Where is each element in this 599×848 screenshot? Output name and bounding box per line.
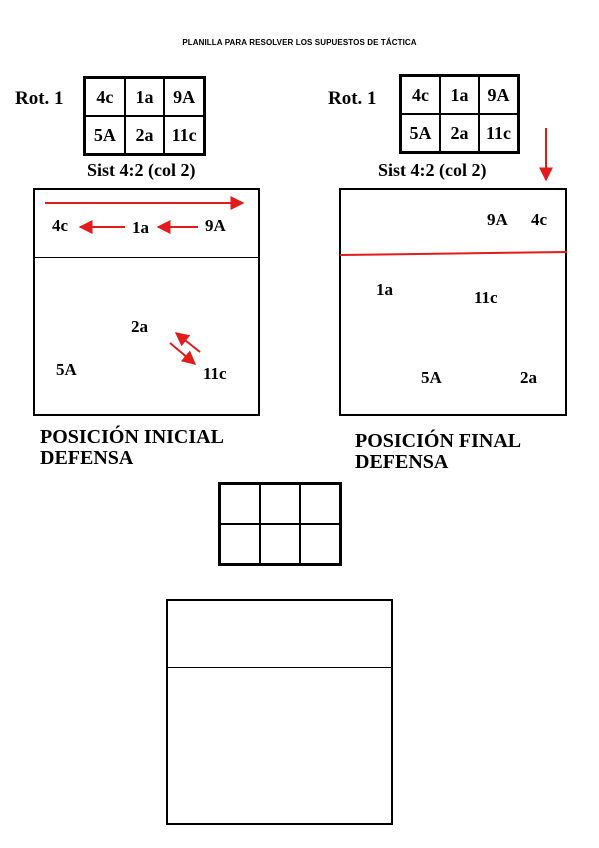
- caption-left-line1: POSICIÓN INICIAL: [40, 426, 224, 448]
- rotation-grid-left: 4c 1a 9A 5A 2a 11c: [83, 76, 206, 156]
- grid-cell: 9A: [164, 78, 204, 116]
- grid-cell: 11c: [479, 114, 518, 152]
- player-1a-left: 1a: [132, 218, 149, 237]
- player-9A-left: 9A: [205, 216, 226, 235]
- rotation-label-right: Rot. 1: [328, 88, 377, 109]
- caption-right-line1: POSICIÓN FINAL: [355, 430, 522, 452]
- grid-cell: 2a: [440, 114, 479, 152]
- player-9A-right: 9A: [487, 210, 508, 229]
- player-4c-left: 4c: [52, 216, 69, 235]
- player-11c-left: 11c: [203, 364, 227, 383]
- player-1a-right: 1a: [376, 280, 393, 299]
- grid-cell: [260, 524, 300, 564]
- grid-cell: 1a: [124, 78, 165, 116]
- player-2a-right: 2a: [520, 368, 537, 387]
- player-11c-right: 11c: [474, 288, 498, 307]
- grid-cell: [300, 484, 340, 524]
- grid-cell: [220, 524, 260, 564]
- grid-cell: 4c: [85, 78, 125, 116]
- grid-cell: 4c: [401, 76, 440, 114]
- player-5A-right: 5A: [421, 368, 442, 387]
- blank-rotation-grid: [218, 482, 342, 566]
- system-label-right: Sist 4:2 (col 2): [378, 160, 487, 180]
- player-2a-left: 2a: [131, 317, 148, 336]
- attack-line-left: [35, 257, 258, 258]
- player-4c-right: 4c: [531, 210, 548, 229]
- caption-right: POSICIÓN FINAL DEFENSA: [355, 431, 521, 473]
- player-5A-left: 5A: [56, 360, 77, 379]
- page-title: PLANILLA PARA RESOLVER LOS SUPUESTOS DE …: [182, 38, 417, 47]
- rotation-label-left: Rot. 1: [15, 88, 64, 109]
- grid-cell: 1a: [440, 76, 479, 114]
- grid-cell: 5A: [401, 114, 440, 152]
- system-label-left: Sist 4:2 (col 2): [87, 160, 196, 180]
- court-right: [339, 188, 567, 416]
- grid-cell: [300, 524, 340, 564]
- grid-cell: [260, 484, 300, 524]
- blank-court: [166, 599, 393, 825]
- caption-right-line2: DEFENSA: [355, 451, 449, 473]
- grid-cell: 5A: [85, 116, 125, 154]
- caption-left-line2: DEFENSA: [40, 447, 134, 469]
- grid-cell: [220, 484, 260, 524]
- court-left: [33, 188, 260, 416]
- caption-left: POSICIÓN INICIAL DEFENSA: [40, 427, 224, 469]
- grid-cell: 11c: [164, 116, 204, 154]
- grid-cell: 9A: [479, 76, 518, 114]
- attack-line-blank: [168, 667, 391, 668]
- rotation-grid-right: 4c 1a 9A 5A 2a 11c: [399, 74, 520, 154]
- grid-cell: 2a: [124, 116, 165, 154]
